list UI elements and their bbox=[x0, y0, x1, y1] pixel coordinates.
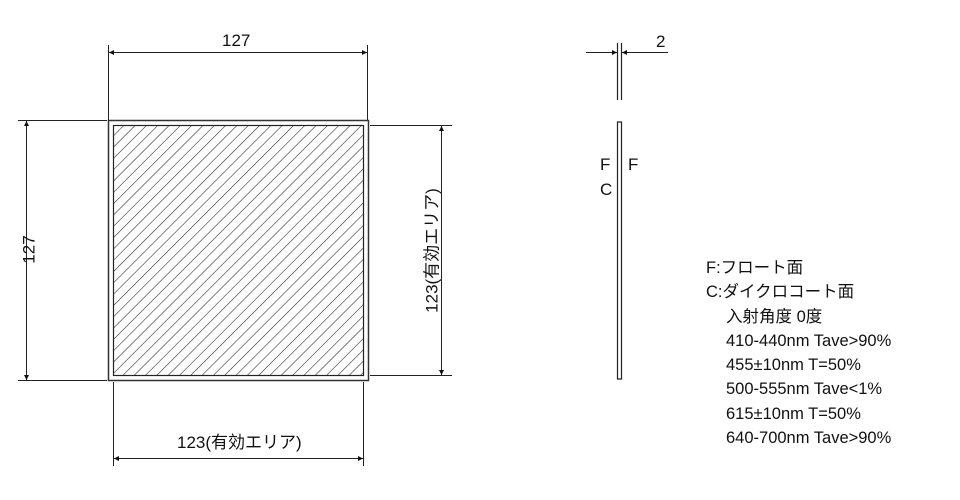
note-spec-4: 615±10nm T=50% bbox=[726, 404, 861, 423]
note-spec-3: 500-555nm Tave<1% bbox=[726, 380, 883, 399]
effective-height-dimension bbox=[370, 125, 452, 376]
note-f-surface: F:フロート面 bbox=[706, 259, 804, 277]
side-right-label-f: F bbox=[628, 155, 639, 174]
note-c-surface: C:ダイクロコート面 bbox=[706, 283, 855, 302]
side-left-label-c: C bbox=[600, 180, 613, 199]
thickness-dim-label: 2 bbox=[656, 32, 666, 51]
width-dim-label: 127 bbox=[222, 31, 251, 50]
note-spec-5: 640-700nm Tave>90% bbox=[726, 429, 892, 448]
note-incidence: 入射角度 0度 bbox=[726, 307, 823, 326]
height-dim-label: 127 bbox=[19, 235, 39, 264]
width-dimension bbox=[108, 45, 368, 120]
height-dimension bbox=[18, 120, 107, 381]
side-view-plate bbox=[616, 43, 623, 380]
note-spec-2: 455±10nm T=50% bbox=[726, 356, 861, 375]
effective-width-dimension bbox=[113, 382, 364, 466]
side-left-label-f: F bbox=[600, 155, 611, 174]
spec-notes: F:フロート面 C:ダイクロコート面 入射角度 0度 410-440nm Tav… bbox=[706, 256, 891, 450]
front-view-plate bbox=[107, 119, 370, 382]
effective-height-dim-label: 123(有効エリア) bbox=[422, 188, 442, 313]
note-spec-1: 410-440nm Tave>90% bbox=[726, 331, 892, 350]
effective-width-dim-label: 123(有効エリア) bbox=[177, 433, 302, 452]
